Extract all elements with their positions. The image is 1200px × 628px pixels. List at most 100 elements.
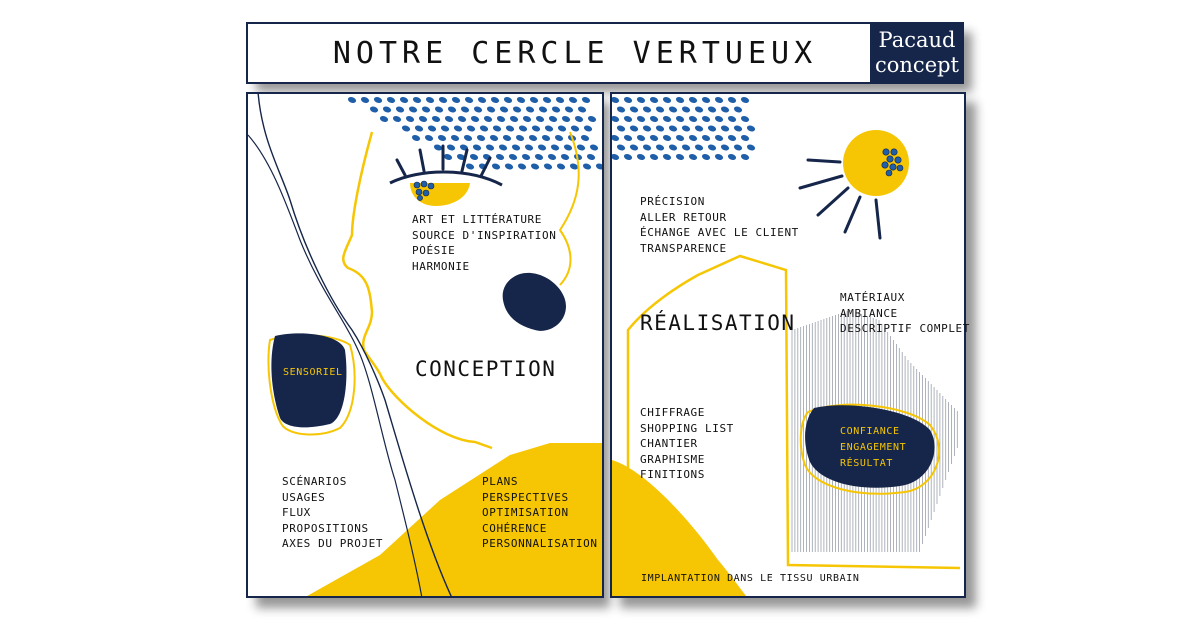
rain-dot [556, 163, 566, 170]
logo-line-2: concept [875, 53, 959, 77]
precision-item: TRANSPARENCE [640, 241, 727, 255]
rain-dot [636, 97, 646, 103]
plans-item: COHÉRENCE [482, 521, 548, 535]
chiffrage-item: CHANTIER [640, 437, 698, 450]
rain-dot [405, 116, 415, 122]
rain-dot [437, 135, 447, 141]
rain-dot [534, 154, 544, 160]
thin-line-2 [248, 134, 423, 596]
rain-dot [701, 135, 711, 141]
rain-dot [649, 154, 659, 160]
precision-item: PRÉCISION [640, 195, 706, 208]
rain-dot [438, 97, 448, 103]
rain-dot [434, 106, 444, 113]
rain-dot [473, 106, 483, 113]
rain-dot [574, 116, 584, 122]
materiaux-item: MATÉRIAUX [840, 291, 906, 304]
rain-dot [675, 97, 685, 103]
eye-lid [389, 170, 503, 187]
rain-dot [517, 163, 527, 170]
rain-dot [688, 116, 698, 122]
confiance-badge-outline [799, 403, 940, 495]
blue-dot-pattern-left [347, 97, 602, 170]
rain-dot [522, 116, 532, 122]
plans-item: PERSPECTIVES [482, 490, 569, 504]
conception-heading: CONCEPTION [415, 357, 557, 381]
rain-dot [411, 135, 421, 141]
rain-dot [512, 106, 522, 113]
rain-dot [495, 154, 505, 160]
rain-dot [577, 106, 587, 113]
rain-dot [433, 144, 443, 151]
rain-dot [472, 144, 482, 151]
rain-dot [720, 125, 730, 132]
rain-dot [662, 135, 672, 141]
rain-dot [395, 106, 405, 113]
rain-dot [446, 144, 456, 151]
rain-dot [688, 135, 698, 141]
materiaux-item: DESCRIPTIF COMPLET [840, 322, 971, 335]
rain-dot [460, 106, 470, 113]
rain-dot [470, 116, 480, 122]
head-profile-outline [342, 131, 493, 450]
rain-dot [701, 116, 711, 122]
rain-dot [714, 116, 724, 122]
rain-dot [547, 154, 557, 160]
rain-dot [515, 135, 525, 141]
scenarios-item: AXES DU PROJET [282, 537, 384, 550]
rain-dot [444, 116, 454, 122]
rain-dot [476, 135, 486, 141]
rain-dot [587, 116, 597, 122]
head-back-outline [558, 131, 580, 286]
rain-dot [655, 125, 665, 132]
rain-dot [662, 97, 672, 103]
rain-dot [612, 135, 620, 141]
rain-dot [675, 135, 685, 141]
rain-dot [541, 135, 551, 141]
rain-dot [401, 125, 411, 132]
rain-dot [707, 106, 717, 113]
rain-dot [568, 97, 578, 103]
rain-dot [491, 163, 501, 170]
rain-dot [508, 154, 518, 160]
rain-dot [451, 97, 461, 103]
rain-dot [714, 135, 724, 141]
confiance-badge-shape [805, 405, 935, 488]
rain-dot [694, 125, 704, 132]
rain-dot [586, 154, 596, 160]
rain-dot [623, 135, 633, 141]
rain-dot [714, 154, 724, 160]
rain-dot [465, 163, 475, 170]
rain-dot [463, 135, 473, 141]
rain-dot [623, 116, 633, 122]
rain-dot [414, 125, 424, 132]
rain-dot [694, 144, 704, 151]
eye-lashes-icon [395, 144, 492, 178]
yellow-mountain-left [307, 443, 602, 596]
realisation-heading: RÉALISATION [640, 311, 796, 335]
scenarios-list: SCÉNARIOS USAGES FLUX PROPOSITIONS AXES … [282, 474, 383, 552]
blue-dot-pattern-right [612, 97, 756, 160]
rain-dot [629, 125, 639, 132]
rain-dot [548, 116, 558, 122]
rain-dot [453, 125, 463, 132]
rain-dot [464, 97, 474, 103]
rain-dot [535, 116, 545, 122]
rain-dot [580, 135, 590, 141]
rain-dot [456, 154, 466, 160]
scenarios-item: USAGES [282, 490, 326, 504]
rain-dot [563, 144, 573, 151]
rain-dot [675, 116, 685, 122]
rain-dot [642, 125, 652, 132]
rain-dot [701, 154, 711, 160]
rain-dot [492, 125, 502, 132]
rain-dot [516, 97, 526, 103]
rain-dot [498, 144, 508, 151]
rain-dot [399, 97, 409, 103]
rain-dot [518, 125, 528, 132]
rain-dot [450, 135, 460, 141]
chiffrage-item: SHOPPING LIST [640, 421, 734, 435]
scenarios-item: PROPOSITIONS [282, 521, 369, 535]
logo-line-1: Pacaud [878, 28, 956, 52]
rain-dot [642, 144, 652, 151]
